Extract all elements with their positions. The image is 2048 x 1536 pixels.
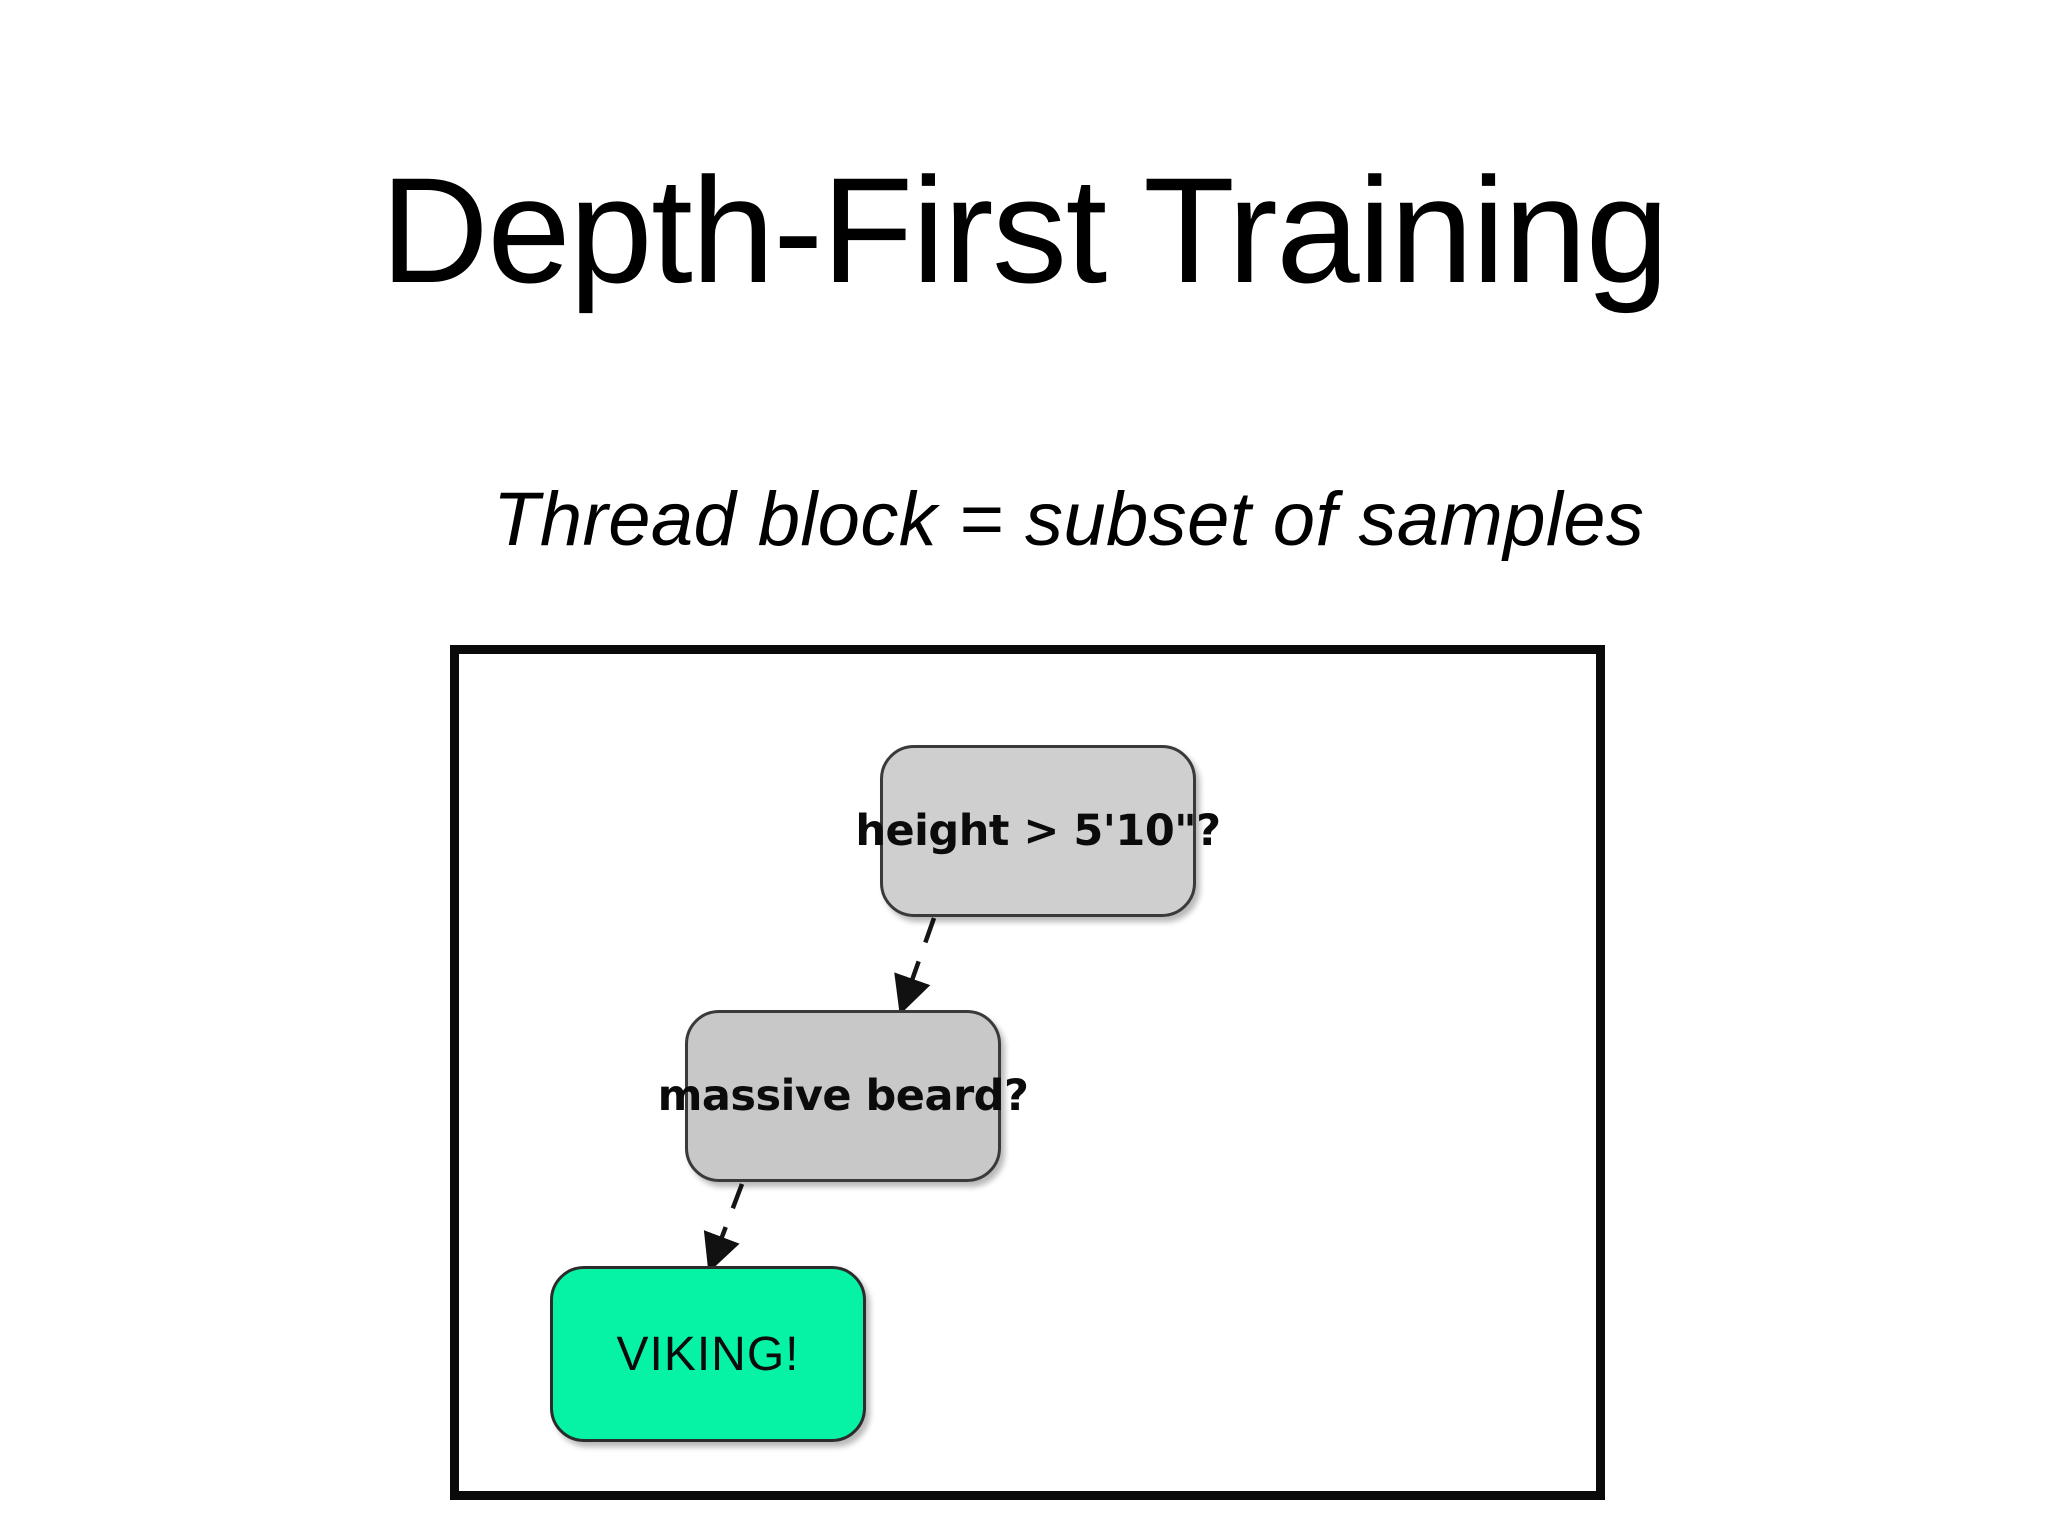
slide-subtitle: Thread block = subset of samples [493, 477, 1645, 562]
tree-node-viking-label: VIKING! [616, 1327, 800, 1381]
tree-node-viking[interactable]: VIKING! [550, 1266, 866, 1442]
tree-node-massive-beard[interactable]: massive beard? [658, 1010, 1029, 1182]
page-title: Depth-First Training [380, 146, 1669, 314]
tree-node-height[interactable]: height > 5'10"? [855, 745, 1221, 917]
tree-node-massive-beard-label: massive beard? [657, 1071, 1029, 1121]
tree-node-height-label: height > 5'10"? [855, 806, 1221, 856]
